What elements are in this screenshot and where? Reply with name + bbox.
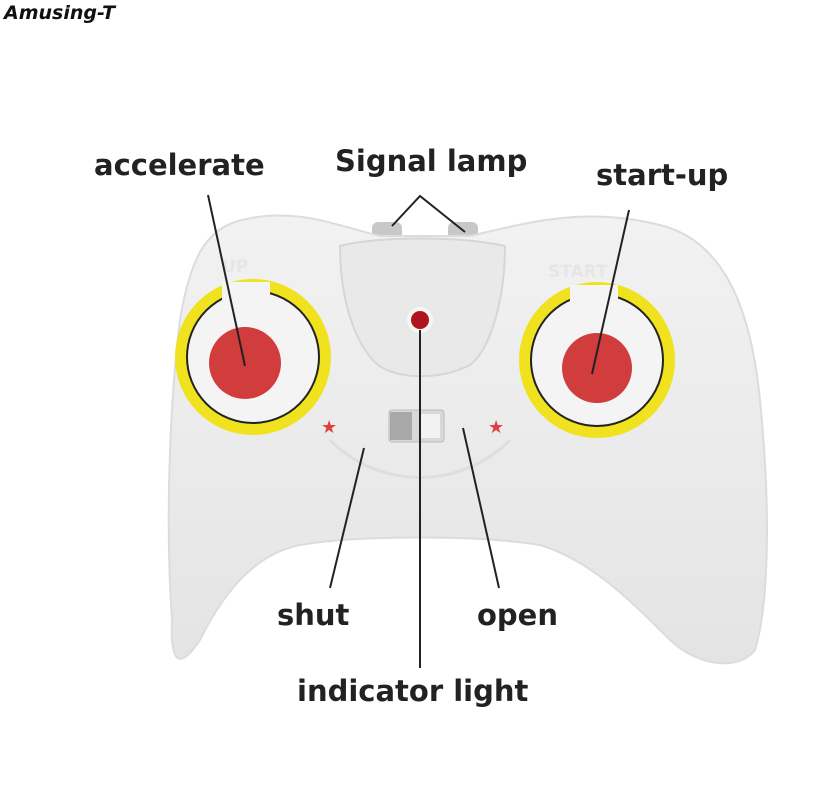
start-up-button[interactable] — [562, 333, 632, 403]
label-shut: shut — [277, 598, 350, 632]
label-indicator-light: indicator light — [297, 674, 529, 708]
left-stick[interactable] — [175, 279, 331, 435]
star-left-icon: ★ — [321, 417, 337, 438]
leader-lines — [207, 194, 630, 668]
label-start-up: start-up — [596, 158, 729, 192]
right-stick[interactable] — [519, 282, 675, 438]
embossed-up: UP — [222, 257, 248, 277]
label-accelerate: accelerate — [94, 148, 265, 182]
power-switch[interactable] — [388, 409, 445, 443]
watermark: Amusing-T — [4, 2, 116, 24]
indicator-led — [411, 311, 429, 329]
star-right-icon: ★ — [488, 417, 504, 438]
label-open: open — [477, 598, 558, 632]
embossed-start: START — [548, 262, 608, 282]
label-signal-lamp: Signal lamp — [335, 144, 528, 178]
